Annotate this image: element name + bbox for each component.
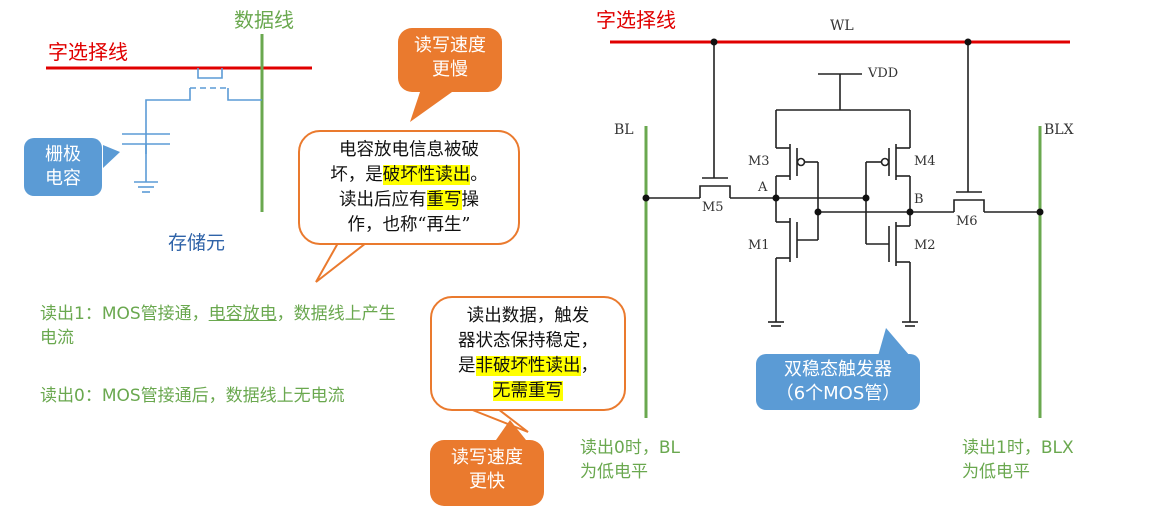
bubble1-line3: 读出后应有重写操 [339, 190, 479, 210]
node-b-label: B [914, 192, 924, 207]
flipflop-box: 双稳态触发器 （6个MOS管） [756, 354, 920, 410]
fast-speed-box: 读写速度 更快 [430, 440, 544, 506]
bl-label: BL [614, 122, 634, 138]
flipflop-box-tail [878, 328, 910, 356]
slow-box-tail [410, 92, 452, 122]
read1-underlined: 电容放电 [208, 304, 277, 324]
bubble2-line4: 无需重写 [493, 381, 563, 401]
m1-label: M1 [748, 238, 770, 253]
bubble1-line4: 作，也称“再生” [347, 215, 471, 235]
m4-label: M4 [914, 154, 936, 169]
blx-label: BLX [1044, 122, 1074, 138]
nondestructive-read-bubble: 读出数据，触发 器状态保持稳定， 是非破坏性读出， 无需重写 [430, 296, 626, 411]
bubble2-line3: 是非破坏性读出， [458, 356, 598, 376]
m3-label: M3 [748, 154, 770, 169]
gatecap-box-tail [103, 145, 120, 168]
read1-suffix: ，数据线上产生电流 [40, 304, 396, 348]
node-a-label: A [758, 180, 768, 195]
m6-label: M6 [956, 214, 978, 229]
wl-label: WL [830, 18, 854, 34]
sram-word-line-label: 字选择线 [596, 8, 676, 32]
read1-note: 读出1：MOS管接通，电容放电，数据线上产生电流 [40, 302, 400, 350]
sram-wiring [646, 42, 1040, 327]
sram-junctions [642, 38, 1044, 216]
storage-cell-label: 存储元 [168, 232, 226, 254]
m2-label: M2 [914, 238, 936, 253]
bubble1-tail [315, 242, 369, 283]
dram-data-line-label: 数据线 [234, 8, 294, 32]
dram-word-line-label: 字选择线 [48, 40, 128, 64]
read0-note: 读出0：MOS管接通后，数据线上无电流 [40, 386, 345, 406]
fast-box-tail [496, 420, 526, 440]
bubble1-line2: 坏，是破坏性读出。 [330, 165, 488, 185]
bubble1-line1: 电容放电信息被破 [339, 140, 479, 160]
dram-storage-capacitor [122, 133, 170, 193]
bubble2-line2: 器状态保持稳定， [458, 331, 598, 351]
destructive-read-bubble: 电容放电信息被破 坏，是破坏性读出。 读出后应有重写操 作，也称“再生” [298, 130, 520, 245]
slow-speed-box: 读写速度 更慢 [398, 28, 502, 92]
m5-label: M5 [702, 200, 724, 215]
vdd-label: VDD [868, 66, 899, 81]
blx-read1-note: 读出1时，BLX 为低电平 [962, 438, 1074, 482]
gate-capacitor-label: 栅极 电容 [24, 138, 102, 196]
bubble2-tail [469, 408, 529, 433]
read1-prefix: 读出1：MOS管接通， [40, 304, 209, 324]
dram-mos-transistor [145, 68, 262, 154]
bubble2-line1: 读出数据，触发 [466, 306, 590, 326]
bl-read0-note: 读出0时，BL 为低电平 [580, 438, 680, 482]
